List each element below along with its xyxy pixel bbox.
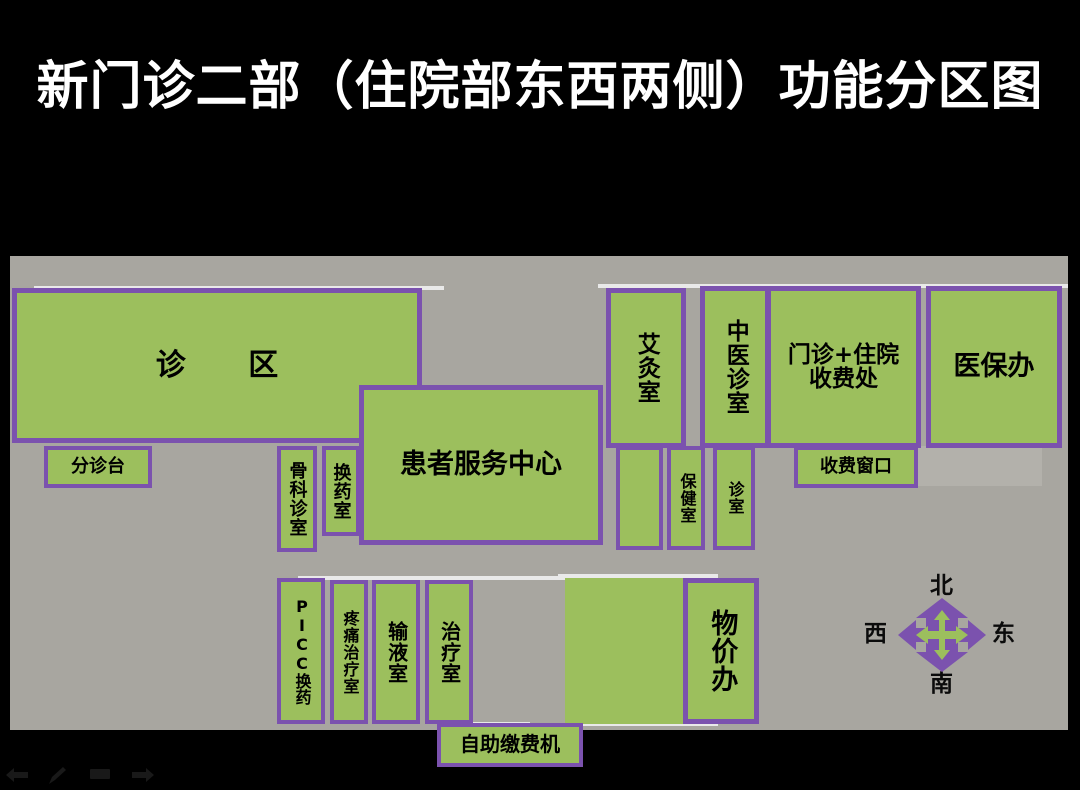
room-health-care[interactable]: 保健室	[667, 446, 705, 550]
room-label: 分诊台	[71, 456, 125, 478]
room-label: 自助缴费机	[460, 732, 560, 757]
room-price-office[interactable]: 物价办	[683, 578, 759, 724]
presentation-toolbar[interactable]	[4, 766, 156, 786]
wall-strip-bottom-mid	[578, 722, 718, 726]
room-label: 治疗室	[437, 620, 462, 684]
room-ortho-clinic[interactable]: 骨科诊室	[277, 446, 317, 552]
room-label: 保健室	[677, 472, 697, 524]
pen-icon[interactable]	[46, 766, 72, 786]
room-label: 输液室	[384, 620, 409, 684]
room-label: 骨科诊室	[286, 461, 308, 537]
slide-icon[interactable]	[88, 766, 114, 786]
room-label: 换药室	[330, 462, 352, 520]
compass-label-west: 西	[864, 620, 887, 647]
back-arrow-icon[interactable]	[4, 766, 30, 786]
room-label: 艾灸室	[633, 332, 660, 404]
wall-strip-bottom-center	[298, 576, 638, 580]
room-cashier-window[interactable]: 收费窗口	[794, 446, 918, 488]
room-label: 诊 区	[155, 347, 305, 383]
room-label: 医保办	[953, 350, 1035, 382]
room-label: 收费窗口	[820, 456, 892, 478]
room-unlabeled-b[interactable]	[565, 578, 683, 724]
room-triage-desk[interactable]: 分诊台	[44, 446, 152, 488]
room-picc-dressing[interactable]: PICC换药	[277, 578, 325, 724]
floor-plan-canvas: 诊 区 艾灸室 中医诊室 门诊+住院收费处 医保办 分诊台 骨科诊室	[10, 256, 1068, 730]
room-label: 中医诊室	[722, 319, 749, 415]
room-unlabeled-a[interactable]	[616, 446, 663, 550]
room-moxibustion[interactable]: 艾灸室	[606, 288, 686, 448]
room-pain-treatment[interactable]: 疼痛治疗室	[330, 580, 368, 724]
room-label: 诊室	[725, 481, 745, 515]
room-label: PICC换药	[292, 597, 312, 705]
room-label: 物价办	[706, 609, 738, 693]
compass-rose: 北 南 西 东	[862, 568, 1022, 698]
compass-label-south: 南	[930, 670, 953, 697]
room-tcm-clinic[interactable]: 中医诊室	[700, 286, 770, 448]
room-consult-zone[interactable]: 诊 区	[12, 288, 422, 443]
room-dressing-room[interactable]: 换药室	[322, 446, 360, 536]
page-title: 新门诊二部（住院部东西两侧）功能分区图	[36, 57, 1044, 117]
room-label: 门诊+住院收费处	[787, 341, 900, 392]
room-patient-service-center[interactable]: 患者服务中心	[359, 385, 603, 545]
room-self-service-payment-machine[interactable]: 自助缴费机	[437, 723, 583, 767]
compass-arrow-icon	[898, 598, 986, 672]
compass-label-east: 东	[992, 620, 1015, 647]
room-label: 疼痛治疗室	[340, 609, 360, 695]
room-infusion[interactable]: 输液室	[372, 580, 420, 724]
room-medical-insurance-office[interactable]: 医保办	[926, 286, 1062, 448]
forward-arrow-icon[interactable]	[130, 766, 156, 786]
room-outpatient-inpatient-cashier[interactable]: 门诊+住院收费处	[766, 286, 921, 448]
room-treatment[interactable]: 治疗室	[425, 580, 473, 724]
room-label: 患者服务中心	[400, 448, 562, 480]
room-clinic[interactable]: 诊室	[713, 446, 755, 550]
wall-strip-bottom-right	[558, 574, 718, 578]
compass-label-north: 北	[930, 572, 953, 599]
corridor-patch-right	[918, 446, 1042, 486]
